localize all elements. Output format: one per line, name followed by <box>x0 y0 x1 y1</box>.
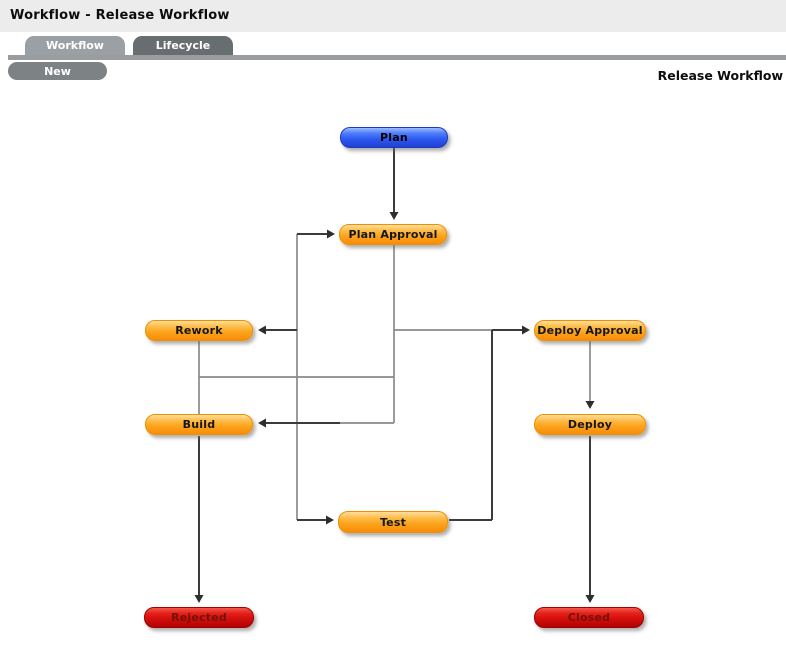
arrowhead-icon <box>522 325 530 335</box>
workflow-name-label: Release Workflow <box>657 68 783 83</box>
tab-workflow[interactable]: Workflow <box>25 36 125 55</box>
page-title: Workflow - Release Workflow <box>10 8 230 23</box>
tab-underline-bar <box>8 55 786 60</box>
arrowhead-icon <box>389 212 399 220</box>
new-button[interactable]: New <box>8 62 107 80</box>
workflow-node-rework[interactable]: Rework <box>145 320 253 341</box>
workflow-node-build[interactable]: Build <box>145 414 253 435</box>
arrowhead-icon <box>258 325 266 335</box>
workflow-node-test[interactable]: Test <box>338 511 448 533</box>
workflow-node-deploy[interactable]: Deploy <box>534 414 646 435</box>
arrowhead-icon <box>585 401 595 409</box>
workflow-node-plan-approval[interactable]: Plan Approval <box>339 224 447 245</box>
arrowhead-icon <box>327 229 335 239</box>
window-titlebar: Workflow - Release Workflow <box>0 0 786 32</box>
workflow-node-deploy-approval[interactable]: Deploy Approval <box>534 320 646 341</box>
workflow-node-rejected[interactable]: Rejected <box>144 607 254 628</box>
arrowhead-icon <box>258 418 266 428</box>
arrowhead-icon <box>326 515 334 525</box>
tab-lifecycle[interactable]: Lifecycle <box>133 36 233 55</box>
workflow-node-closed[interactable]: Closed <box>534 607 644 628</box>
arrowhead-icon <box>194 595 204 603</box>
arrowhead-icon <box>585 595 595 603</box>
workflow-node-plan[interactable]: Plan <box>340 127 448 148</box>
